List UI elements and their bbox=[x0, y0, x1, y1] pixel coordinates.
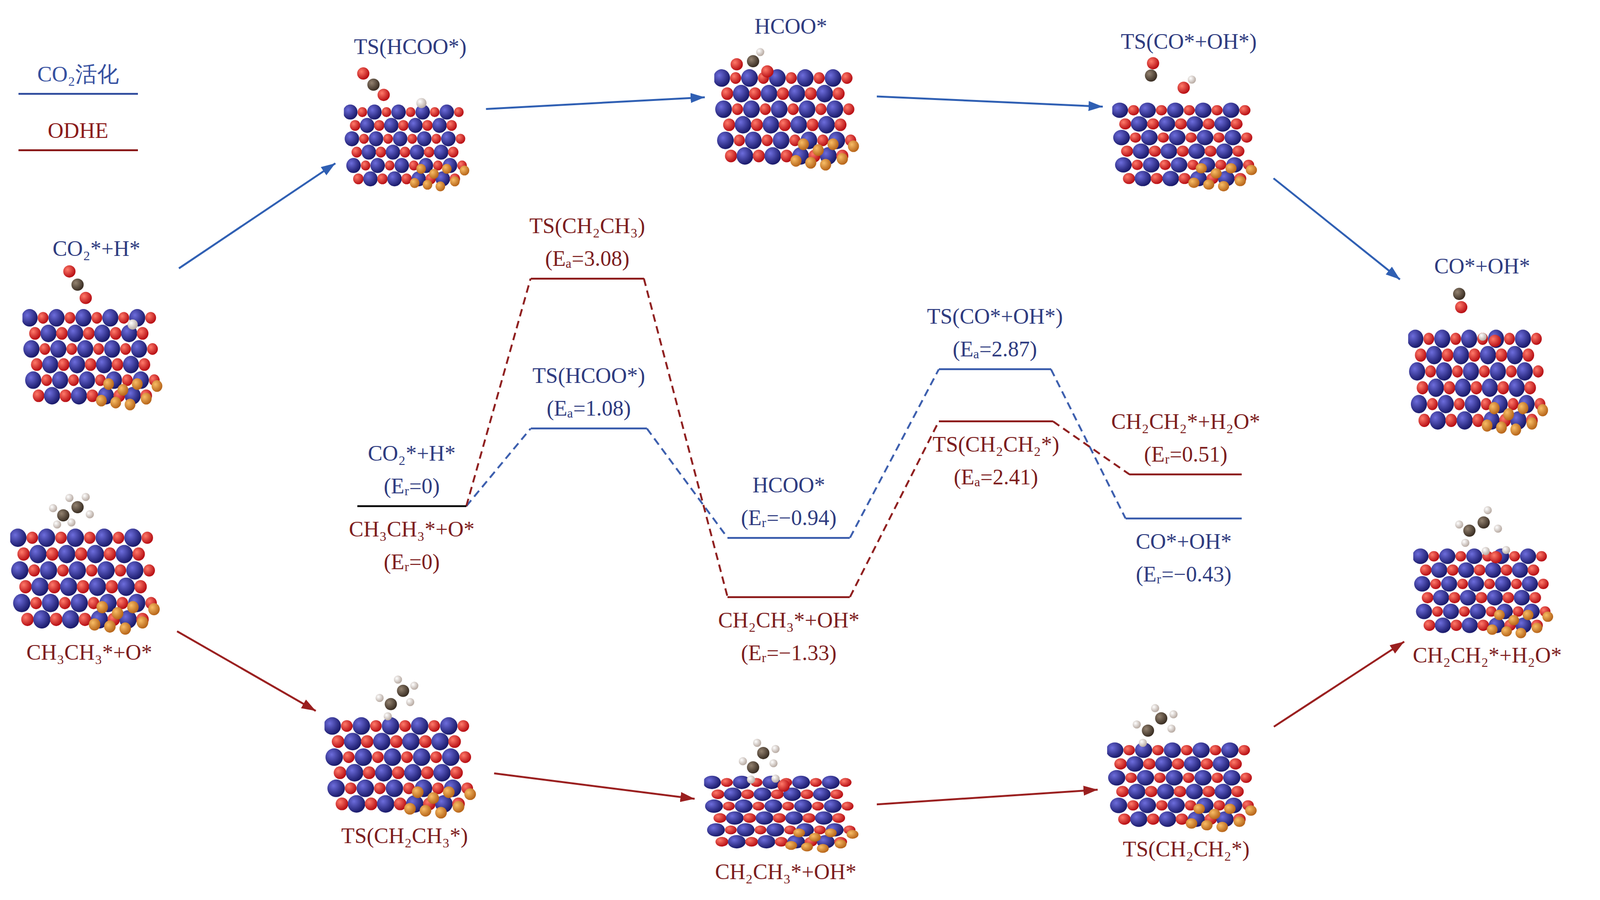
reaction-arrow bbox=[179, 163, 336, 269]
illustration-slot bbox=[704, 734, 868, 857]
surface-state: TS(CO*+OH*) bbox=[1108, 25, 1270, 196]
state-label: CH₂CH₃*+OH* bbox=[718, 603, 860, 637]
state-label: TS(HCOO*) bbox=[354, 33, 467, 60]
state-label: TS(CH₂CH₃) bbox=[529, 209, 646, 243]
energy-profile-dash bbox=[1051, 369, 1126, 519]
legend-item: ODHE bbox=[18, 117, 138, 152]
energy-level: CO₂*+H*(Eᵣ=0) bbox=[353, 436, 471, 508]
state-label: CH₂CH₃*+OH* bbox=[715, 858, 857, 885]
surface-state: CH₂CH₂*+H₂O* bbox=[1409, 503, 1566, 673]
state-label: HCOO* bbox=[727, 468, 850, 502]
legend-item: CO₂活化 bbox=[18, 61, 138, 95]
illustration-slot bbox=[1413, 505, 1562, 641]
energy-level-line bbox=[530, 277, 645, 280]
energy-level: TS(HCOO*)(Eₐ=1.08) bbox=[527, 359, 651, 430]
energy-level: CO*+OH*(Eᵣ=−0.43) bbox=[1121, 517, 1246, 591]
energy-value: (Eᵣ=0) bbox=[357, 469, 467, 503]
state-label: CH₃CH₃*+O* bbox=[26, 639, 153, 666]
reaction-arrow bbox=[485, 97, 705, 110]
energy-profile-dash bbox=[646, 428, 728, 538]
energy-value: (Eᵣ=0) bbox=[348, 545, 475, 579]
state-label: CH₂CH₂*+H₂O* bbox=[1412, 642, 1562, 669]
illustration-slot bbox=[22, 263, 171, 414]
energy-level-line bbox=[530, 427, 647, 430]
illustration-slot bbox=[1107, 704, 1266, 836]
surface-state: CO₂*+H* bbox=[18, 232, 174, 416]
legend-line bbox=[18, 92, 138, 95]
reaction-arrow bbox=[876, 789, 1098, 805]
surface-state: TS(CH₂CH₂*) bbox=[1103, 702, 1270, 866]
state-label: CO*+OH* bbox=[1434, 253, 1530, 280]
reaction-arrow bbox=[1273, 178, 1400, 280]
energy-profile-dash bbox=[849, 369, 939, 538]
energy-level-line bbox=[357, 505, 467, 508]
state-label: TS(HCOO*) bbox=[530, 359, 647, 392]
energy-profile-dash bbox=[466, 278, 531, 507]
energy-value: (Eₐ=2.41) bbox=[932, 460, 1060, 494]
illustration-slot bbox=[324, 673, 485, 822]
surface-state: CH₃CH₃*+O* bbox=[6, 492, 173, 669]
energy-level-line bbox=[1129, 473, 1242, 476]
energy-level: TS(CH₂CH₂*)(Eₐ=2.41) bbox=[928, 420, 1064, 494]
energy-level: CH₃CH₃*+O*(Eᵣ=0) bbox=[345, 505, 479, 579]
energy-level: TS(CH₂CH₃)(Eₐ=3.08) bbox=[525, 209, 649, 280]
energy-level: CH₂CH₂*+H₂O*(Eᵣ=0.51) bbox=[1107, 405, 1264, 476]
state-label: TS(CH₂CH₂*) bbox=[1122, 836, 1250, 863]
energy-level-line bbox=[1125, 517, 1242, 520]
surface-state: TS(HCOO*) bbox=[340, 30, 481, 196]
energy-value: (Eₐ=2.87) bbox=[927, 332, 1064, 366]
state-label: TS(CH₂CH₃*) bbox=[341, 822, 468, 849]
state-label: CO*+OH* bbox=[1125, 525, 1242, 558]
energy-level: CH₂CH₃*+OH*(Eᵣ=−1.33) bbox=[714, 596, 864, 670]
energy-value: (Eᵣ=−0.43) bbox=[1125, 557, 1242, 591]
energy-level-line bbox=[938, 368, 1052, 371]
illustration-slot bbox=[1408, 280, 1556, 439]
energy-profile-dash bbox=[644, 278, 728, 598]
state-label: CO₂*+H* bbox=[357, 436, 467, 470]
illustration-slot bbox=[10, 494, 169, 638]
illustration-slot bbox=[1112, 55, 1266, 194]
energy-level-line bbox=[727, 536, 850, 539]
energy-value: (Eᵣ=0.51) bbox=[1111, 437, 1261, 471]
surface-state: TS(CH₂CH₃*) bbox=[320, 671, 489, 853]
surface-state: HCOO* bbox=[710, 9, 872, 176]
energy-value: (Eₐ=1.08) bbox=[530, 391, 647, 425]
energy-level: HCOO*(Eᵣ=−0.94) bbox=[723, 468, 854, 539]
surface-state: CH₂CH₃*+OH* bbox=[700, 732, 872, 889]
illustration-slot bbox=[714, 40, 868, 174]
energy-value: (Eᵣ=−1.33) bbox=[718, 636, 860, 670]
energy-profile-dash bbox=[849, 421, 939, 597]
surface-state: CO*+OH* bbox=[1404, 249, 1560, 441]
energy-value: (Eₐ=3.08) bbox=[529, 242, 646, 275]
reaction-arrow bbox=[1273, 641, 1405, 727]
energy-level-line bbox=[938, 420, 1054, 423]
energy-profile-dash bbox=[466, 428, 531, 507]
reaction-arrow bbox=[494, 773, 695, 800]
reaction-arrow bbox=[876, 96, 1103, 107]
reaction-arrow bbox=[177, 631, 317, 711]
energy-value: (Eᵣ=−0.94) bbox=[727, 501, 850, 535]
state-label: TS(CO*+OH*) bbox=[927, 300, 1064, 333]
state-label: CO₂*+H* bbox=[52, 235, 141, 262]
energy-level: TS(CO*+OH*)(Eₐ=2.87) bbox=[923, 300, 1067, 371]
state-label: TS(CH₂CH₂*) bbox=[932, 427, 1060, 461]
legend-label: ODHE bbox=[18, 117, 138, 144]
energy-level-line bbox=[727, 596, 850, 599]
legend-line bbox=[18, 149, 138, 152]
state-label: CH₃CH₃*+O* bbox=[348, 512, 475, 546]
illustration-slot bbox=[344, 61, 477, 194]
state-label: HCOO* bbox=[754, 13, 828, 40]
legend-label: CO₂活化 bbox=[18, 61, 138, 88]
state-label: TS(CO*+OH*) bbox=[1120, 28, 1257, 55]
state-label: CH₂CH₂*+H₂O* bbox=[1111, 405, 1261, 438]
